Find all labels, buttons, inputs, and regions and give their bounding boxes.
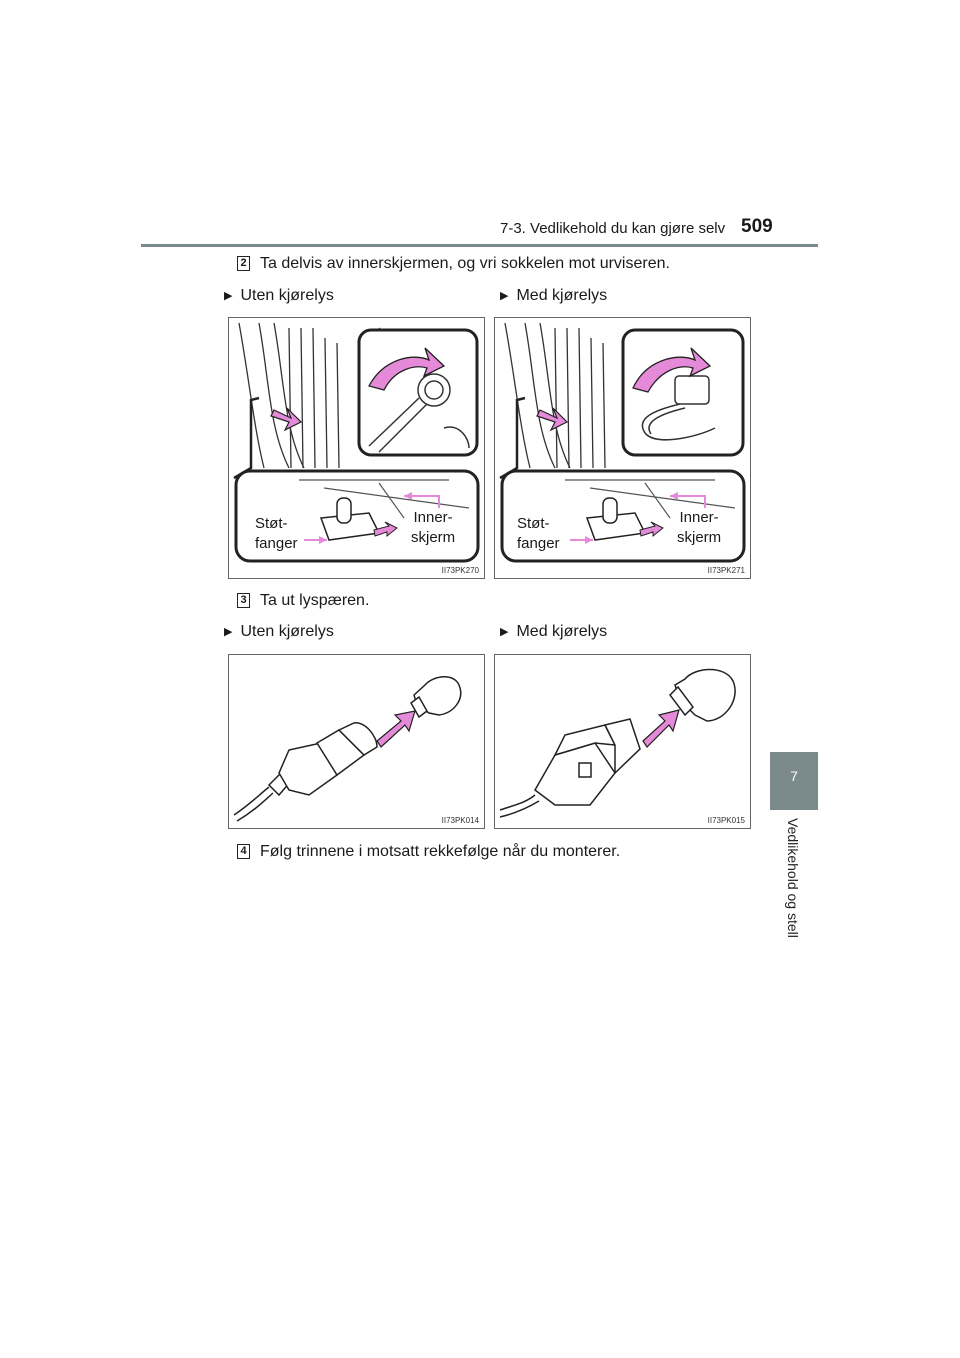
figure-code: II73PK015	[707, 816, 745, 825]
illustration-bulb-socket	[499, 668, 736, 818]
step-number-box: 4	[237, 844, 250, 859]
triangle-bullet-icon: ▶	[500, 290, 509, 302]
chapter-number: 7	[790, 768, 798, 784]
figure-remove-socket-without-drl: Støt- fanger Inner- skjerm II73PK270	[228, 317, 485, 579]
variant-heading: ▶ Med kjørelys	[500, 287, 607, 305]
variant-heading-label: Uten kjørelys	[240, 623, 334, 640]
figure-code: II73PK270	[441, 566, 479, 575]
callout-label-inner-fender: Inner- skjerm	[411, 508, 455, 548]
chapter-title: Vedlikehold og stell	[785, 818, 801, 938]
triangle-bullet-icon: ▶	[500, 626, 509, 638]
step-text: Ta ut lyspæren.	[260, 592, 370, 609]
illustration-bulb-socket	[233, 676, 462, 822]
variant-heading-label: Med kjørelys	[516, 623, 608, 640]
triangle-bullet-icon: ▶	[224, 626, 233, 638]
illustration-wheel-arch	[233, 322, 480, 563]
figure-remove-bulb-without-drl: II73PK014	[228, 654, 485, 829]
variant-heading-label: Uten kjørelys	[240, 287, 334, 304]
variant-heading: ▶ Uten kjørelys	[224, 623, 334, 641]
header-rule	[141, 244, 818, 247]
callout-line: skjerm	[411, 529, 456, 546]
callout-label-bumper: Støt- fanger	[255, 514, 298, 554]
callout-line: Inner-	[413, 509, 453, 526]
figure-code: II73PK014	[441, 816, 479, 825]
step-number-box: 3	[237, 593, 250, 608]
figure-remove-bulb-with-drl: II73PK015	[494, 654, 751, 829]
page-number: 509	[741, 216, 773, 237]
figure-code: II73PK271	[707, 566, 745, 575]
callout-label-bumper: Støt- fanger	[517, 514, 560, 554]
variant-heading: ▶ Uten kjørelys	[224, 287, 334, 305]
step-text: Følg trinnene i motsatt rekkefølge når d…	[260, 843, 621, 860]
callout-line: Støt-	[255, 515, 288, 532]
variant-heading-label: Med kjørelys	[516, 287, 608, 304]
header-section-title: 7-3. Vedlikehold du kan gjøre selv	[500, 220, 726, 237]
callout-line: Støt-	[517, 515, 550, 532]
step-text: Ta delvis av innerskjermen, og vri sokke…	[260, 255, 670, 272]
variant-heading: ▶ Med kjørelys	[500, 623, 607, 641]
callout-line: Inner-	[679, 509, 719, 526]
triangle-bullet-icon: ▶	[224, 290, 233, 302]
step-number-box: 2	[237, 256, 250, 271]
chapter-tab: 7	[770, 752, 818, 810]
callout-line: fanger	[517, 535, 560, 552]
illustration-wheel-arch	[499, 322, 746, 563]
callout-label-inner-fender: Inner- skjerm	[677, 508, 721, 548]
callout-line: fanger	[255, 535, 298, 552]
callout-line: skjerm	[677, 529, 722, 546]
figure-remove-socket-with-drl: Støt- fanger Inner- skjerm II73PK271	[494, 317, 751, 579]
